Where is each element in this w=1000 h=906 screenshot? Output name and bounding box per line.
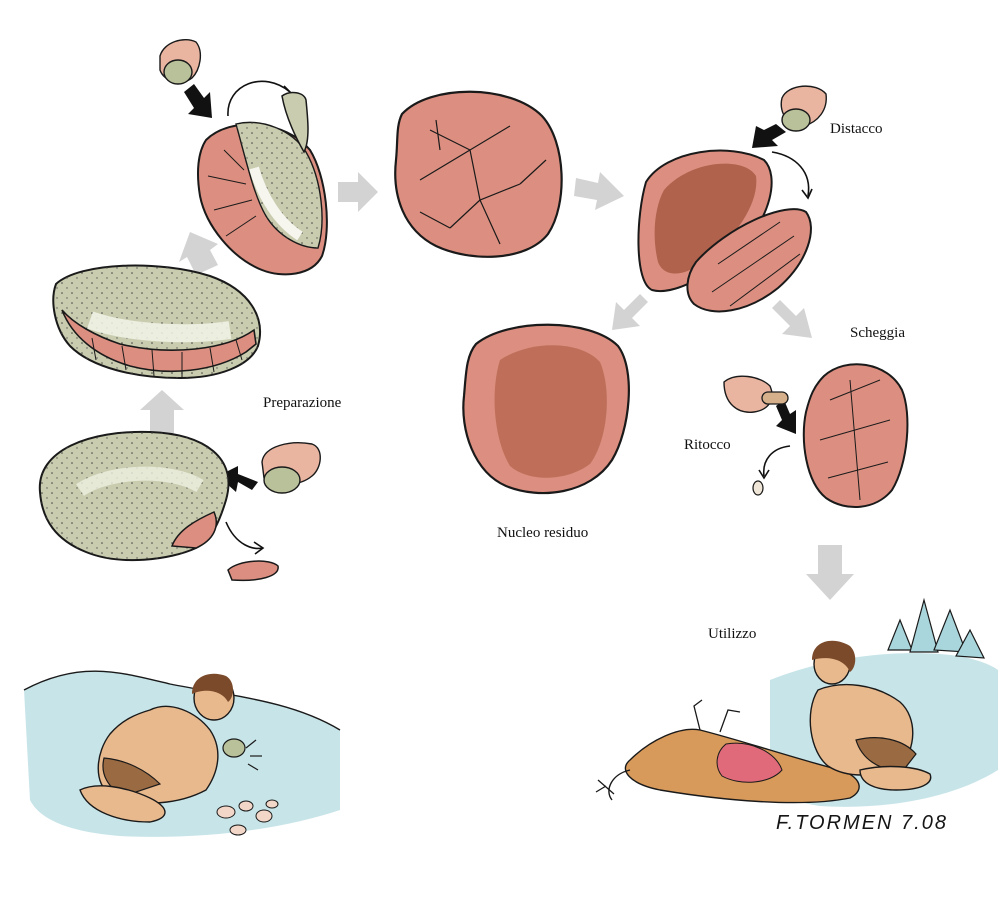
retouched-scraper [802, 363, 909, 509]
flow-arrow-down-right [772, 300, 812, 338]
strike-arrow-1 [184, 84, 212, 118]
residual-core [462, 323, 630, 495]
retouch-chip [752, 480, 764, 496]
retouch-hand [723, 375, 789, 413]
flow-arrow-down-left [612, 294, 648, 330]
label-distacco: Distacco [830, 121, 883, 137]
flow-arrow-right-1 [338, 172, 378, 212]
flow-arrow-up-2 [179, 232, 218, 275]
curved-arrow-distacco [771, 151, 813, 200]
curved-arrow-ritocco [758, 445, 791, 480]
label-ritocco: Ritocco [684, 437, 731, 453]
detached-flake-1 [227, 560, 279, 582]
large-flake [686, 208, 812, 313]
flaking-nodule [197, 121, 328, 276]
butchering-scene [595, 597, 998, 807]
detached-flake-2 [281, 91, 309, 154]
hammerstone-hand-1 [261, 442, 321, 494]
label-scheggia: Scheggia [850, 325, 905, 341]
flow-arrow-up-1 [140, 390, 184, 433]
hammerstone-hand-2 [159, 38, 202, 85]
prepared-nodule [52, 264, 261, 380]
strike-arrow-3 [752, 124, 786, 148]
strike-arrow-4 [776, 400, 796, 434]
flow-arrow-right-2 [574, 172, 624, 210]
hammerstone-hand-3 [780, 85, 827, 132]
artist-signature: F.TORMEN 7.08 [776, 812, 948, 834]
label-utilizzo: Utilizzo [708, 626, 757, 642]
knapping-scene [23, 670, 341, 837]
label-preparazione: Preparazione [263, 395, 342, 411]
curved-arrow-bottom [225, 521, 265, 555]
prepared-core [394, 90, 563, 258]
label-nucleo-residuo: Nucleo residuo [497, 525, 589, 541]
raw-nodule [38, 430, 230, 562]
flow-arrow-down [806, 545, 854, 600]
core-detaching [637, 149, 773, 293]
